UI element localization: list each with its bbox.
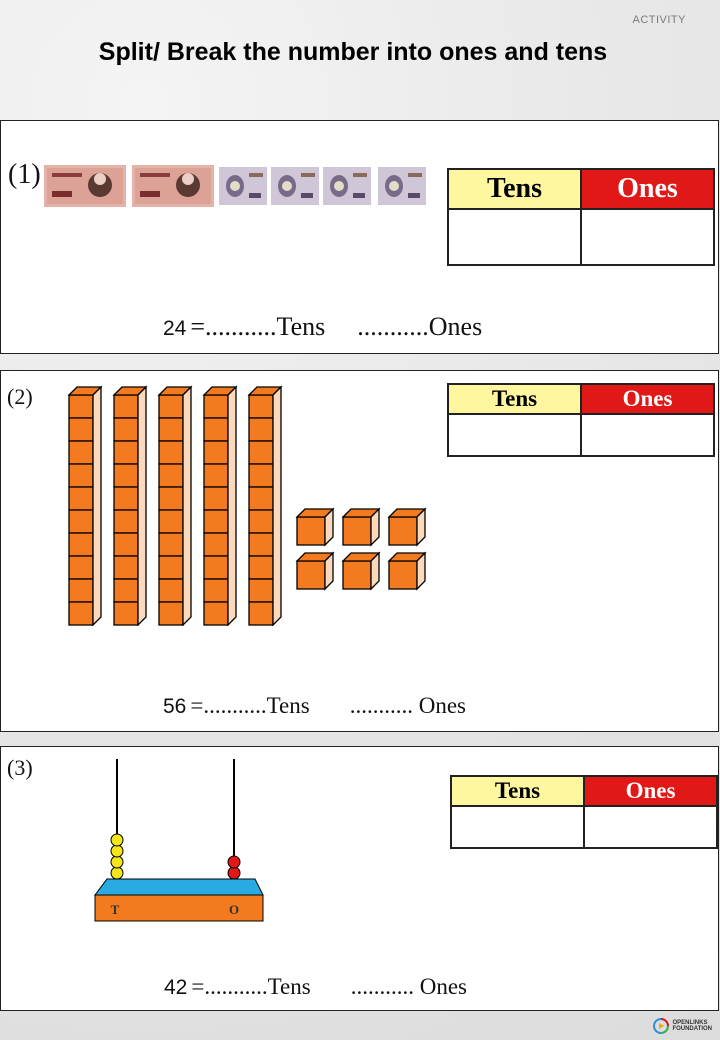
unit-cube (341, 551, 381, 591)
one-rupee-note (219, 167, 267, 205)
tens-header: Tens (450, 775, 585, 807)
equals-sign: = (190, 312, 206, 341)
ones-answer-cell[interactable] (580, 208, 715, 266)
given-number: 42 (164, 976, 188, 999)
tens-rod (67, 385, 103, 626)
unit-cube (387, 507, 427, 547)
ones-bead (227, 855, 241, 869)
one-rupee-note (378, 167, 426, 205)
page-title: Split/ Break the number into ones and te… (98, 38, 608, 66)
tens-bead (110, 844, 124, 858)
tens-header: Tens (447, 168, 582, 210)
place-value-table: Tens Ones (447, 383, 715, 457)
tens-blank[interactable]: ...........Tens (203, 693, 310, 718)
tens-bead (110, 833, 124, 847)
openlinks-logo: OPENLINKS FOUNDATION (653, 1018, 712, 1034)
tens-answer-cell[interactable] (447, 208, 582, 266)
question-3-panel: (3) T O Tens Ones 42 =...........Tens ..… (0, 746, 719, 1011)
number-equation: 42 =...........Tens ........... Ones (164, 974, 467, 1000)
ones-blank[interactable]: ........... Ones (350, 974, 467, 999)
abacus-base (94, 894, 264, 922)
unit-cube (295, 507, 335, 547)
tens-rod-label: T (111, 902, 120, 917)
unit-cube (341, 507, 381, 547)
base-ten-blocks (67, 385, 427, 626)
number-equation: 24 =...........Tens ...........Ones (163, 312, 482, 342)
tens-rod (247, 385, 283, 626)
tens-rod (202, 385, 238, 626)
ones-answer-cell[interactable] (580, 413, 715, 457)
question-1-panel: (1) Tens Ones (0, 120, 719, 354)
question-number: (3) (7, 755, 33, 780)
ones-blank[interactable]: ........... Ones (349, 693, 466, 718)
ten-rupee-note (44, 165, 126, 207)
one-rupee-note (271, 167, 319, 205)
tens-blank[interactable]: ...........Tens (204, 974, 311, 999)
ones-header: Ones (580, 383, 715, 415)
one-rupee-note (323, 167, 371, 205)
question-number: (1) (8, 159, 41, 190)
tens-rod (112, 385, 148, 626)
question-number: (2) (7, 384, 33, 409)
logo-line-2: FOUNDATION (672, 1026, 712, 1032)
equals-sign: = (190, 693, 204, 718)
place-value-table: Tens Ones (447, 168, 715, 266)
tens-answer-cell[interactable] (447, 413, 582, 457)
tens-bead (110, 855, 124, 869)
given-number: 56 (163, 695, 187, 718)
ten-rupee-note (132, 165, 214, 207)
ones-answer-cell[interactable] (583, 805, 718, 849)
tens-blank[interactable]: ...........Tens (205, 312, 326, 341)
activity-tag: ACTIVITY (632, 14, 686, 26)
logo-mark-icon (653, 1018, 670, 1034)
question-2-panel: (2) Tens Ones 56 =...........Tens ......… (0, 370, 719, 732)
place-value-table: Tens Ones (450, 775, 718, 849)
equals-sign: = (191, 974, 205, 999)
unit-cube (295, 551, 335, 591)
unit-cube (387, 551, 427, 591)
ones-header: Ones (580, 168, 715, 210)
given-number: 24 (163, 317, 187, 340)
ones-blank[interactable]: ...........Ones (357, 312, 483, 341)
abacus-top (94, 878, 264, 896)
abacus: T O (94, 759, 264, 922)
ones-rod-label: O (229, 902, 239, 917)
logo-line-1: OPENLINKS (672, 1020, 708, 1026)
tens-rod (157, 385, 193, 626)
tens-header: Tens (447, 383, 582, 415)
ones-bead (227, 866, 241, 880)
number-equation: 56 =...........Tens ........... Ones (163, 693, 466, 719)
tens-answer-cell[interactable] (450, 805, 585, 849)
tens-bead (110, 866, 124, 880)
ones-header: Ones (583, 775, 718, 807)
